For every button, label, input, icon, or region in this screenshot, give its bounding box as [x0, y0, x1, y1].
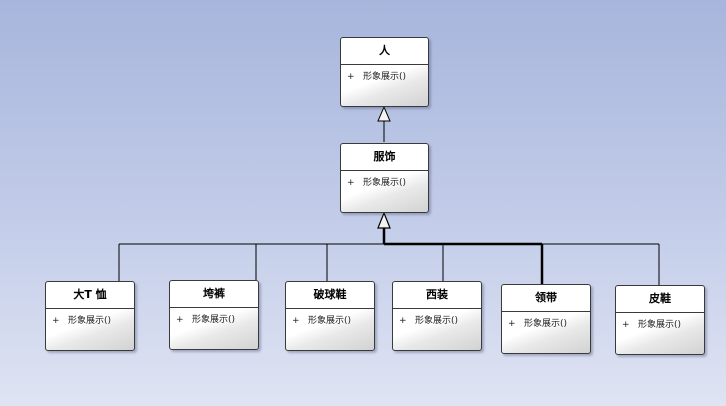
class-name: 破球鞋 [286, 282, 374, 309]
class-box-apparel[interactable]: 服饰 + 形象展示() [340, 143, 429, 213]
class-name: 垮裤 [170, 281, 258, 308]
class-operation: + 形象展示() [502, 312, 590, 329]
class-operation: + 形象展示() [46, 309, 134, 326]
class-operation: + 形象展示() [393, 309, 481, 326]
operation-name: 形象展示() [308, 316, 352, 326]
class-name: 皮鞋 [616, 286, 704, 313]
visibility-marker: + [347, 72, 355, 82]
class-name: 人 [341, 38, 428, 65]
visibility-marker: + [622, 320, 630, 330]
operation-name: 形象展示() [415, 316, 459, 326]
visibility-marker: + [508, 319, 516, 329]
class-box-suit[interactable]: 西装 + 形象展示() [392, 281, 482, 351]
class-box-tie[interactable]: 领带 + 形象展示() [501, 284, 591, 354]
class-name: 服饰 [341, 144, 428, 171]
operation-name: 形象展示() [363, 178, 407, 188]
class-box-baggy-pants[interactable]: 垮裤 + 形象展示() [169, 280, 259, 350]
operation-name: 形象展示() [638, 320, 682, 330]
visibility-marker: + [292, 316, 300, 326]
visibility-marker: + [347, 178, 355, 188]
generalization-arrowhead-person [377, 105, 391, 122]
class-box-person[interactable]: 人 + 形象展示() [340, 37, 429, 107]
class-name: 大T 恤 [46, 282, 134, 309]
class-box-leather-shoes[interactable]: 皮鞋 + 形象展示() [615, 285, 705, 355]
class-operation: + 形象展示() [341, 171, 428, 188]
visibility-marker: + [52, 316, 60, 326]
class-operation: + 形象展示() [616, 313, 704, 330]
operation-name: 形象展示() [192, 315, 236, 325]
operation-name: 形象展示() [524, 319, 568, 329]
class-box-tshirt[interactable]: 大T 恤 + 形象展示() [45, 281, 135, 351]
class-name: 领带 [502, 285, 590, 312]
operation-name: 形象展示() [68, 316, 112, 326]
class-box-sneakers[interactable]: 破球鞋 + 形象展示() [285, 281, 375, 351]
class-operation: + 形象展示() [341, 65, 428, 82]
class-name: 西装 [393, 282, 481, 309]
visibility-marker: + [176, 315, 184, 325]
operation-name: 形象展示() [363, 72, 407, 82]
visibility-marker: + [399, 316, 407, 326]
class-operation: + 形象展示() [286, 309, 374, 326]
class-operation: + 形象展示() [170, 308, 258, 325]
generalization-arrowhead-apparel [377, 211, 391, 229]
